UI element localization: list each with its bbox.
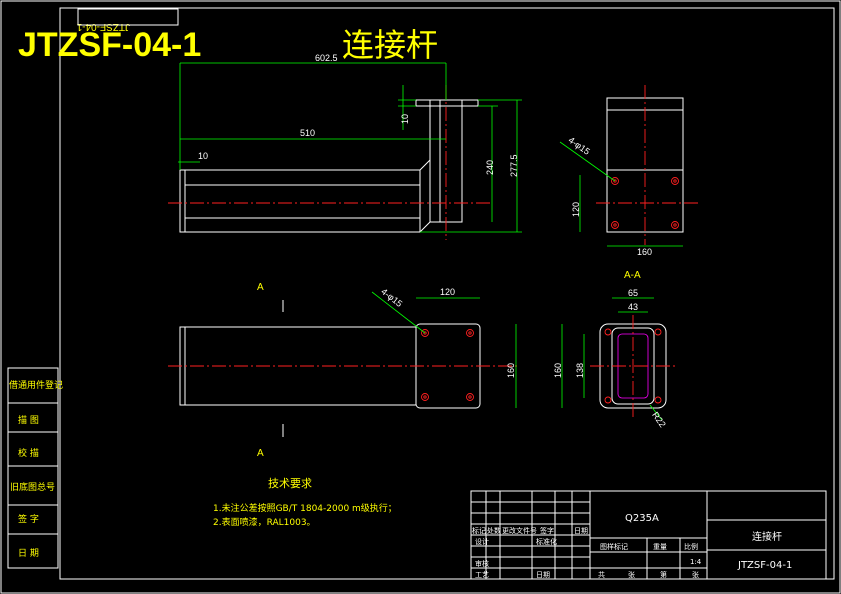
tb-rev-doc: 更改文件号 [502,526,537,535]
dim-r22: R22 [650,410,668,429]
notes-line-2: 2.表面喷漆，RAL1003。 [213,516,316,528]
technical-notes: 技术要求 1.未注公差按照GB/T 1804-2000 m级执行； 2.表面喷漆… [213,477,397,528]
dim-277: 277.5 [509,154,519,177]
tb-sheet-of: 张 [628,570,635,579]
front-view: 602.5 510 10 10 240 277.5 [168,53,522,240]
left-panel-row-6: 日 期 [18,548,39,559]
tb-designer: 设计 [475,537,489,546]
tb-material: Q235A [625,513,659,524]
dim-138: 138 [575,363,585,378]
tb-rev-sign: 签字 [540,526,554,535]
holes-label-mid: 4-φ15 [379,286,404,309]
tb-rev-count: 处数 [487,526,501,535]
section-aa-label: A-A [624,270,641,281]
dim-65: 65 [628,288,638,298]
tb-standard: 标准化 [536,537,557,546]
holes-label-top: 4-φ15 [567,135,592,157]
dim-10-left: 10 [198,151,208,161]
left-panel-row-1: 借通用件登记 [9,379,63,391]
tb-sheet-no2: 张 [692,570,699,579]
dim-510: 510 [300,128,315,138]
dim-120-mid: 120 [440,287,455,297]
tb-part-name: 连接杆 [752,530,782,543]
dim-160-section: 160 [553,363,563,378]
tb-date: 日期 [536,571,550,579]
mirrored-code-box [77,8,179,26]
dim-120-top: 120 [571,202,581,217]
flange-top-view: 4-φ15 120 160 [559,85,698,257]
section-mark-a-top: A [257,282,264,293]
tb-ratio: 比例 [684,542,698,551]
inner-frame [59,7,835,580]
left-revision-panel: 借通用件登记 描 图 校 描 旧底图总号 签 字 日 期 [7,367,63,569]
left-panel-row-5: 签 字 [18,513,39,525]
tb-drawing-no: JTZSF-04-1 [737,560,792,571]
section-mark-a-bottom: A [257,448,264,459]
dim-160-mid: 160 [506,363,516,378]
tb-weight: 重量 [653,543,667,551]
dim-10-flange: 10 [400,114,410,124]
tb-rev-date: 日期 [574,527,588,535]
dim-43: 43 [628,302,638,312]
tb-sheet-no: 第 [660,570,667,579]
plan-view: A A 4-φ15 120 160 [168,282,520,459]
tb-scale: 1:4 [690,558,702,566]
dim-160-top: 160 [637,247,652,257]
tb-stage-mark: 图样标记 [600,542,628,551]
tb-rev-mark: 标记 [472,526,486,535]
tb-process: 工艺 [475,571,489,579]
dim-602: 602.5 [315,53,338,63]
notes-heading: 技术要求 [268,477,312,490]
drawing-title-code: JTZSF-04-1 [18,26,201,64]
left-panel-row-3: 校 描 [18,447,39,459]
section-aa-view: A-A 65 43 160 138 R22 [553,270,676,429]
notes-line-1: 1.未注公差按照GB/T 1804-2000 m级执行； [213,502,397,514]
mirrored-drawing-code: JTZSF-04-1 [76,21,130,32]
left-panel-row-4: 旧底图总号 [10,481,55,493]
title-block: 设计 标准化 审核 工艺 日期 标记 处数 更改文件号 签字 日期 Q235A … [470,490,827,580]
drawing-title-name: 连接杆 [342,26,438,64]
left-panel-row-2: 描 图 [18,414,39,426]
dim-240: 240 [485,160,495,175]
tb-sheet: 共 [598,570,605,579]
tb-review: 审核 [475,559,489,568]
